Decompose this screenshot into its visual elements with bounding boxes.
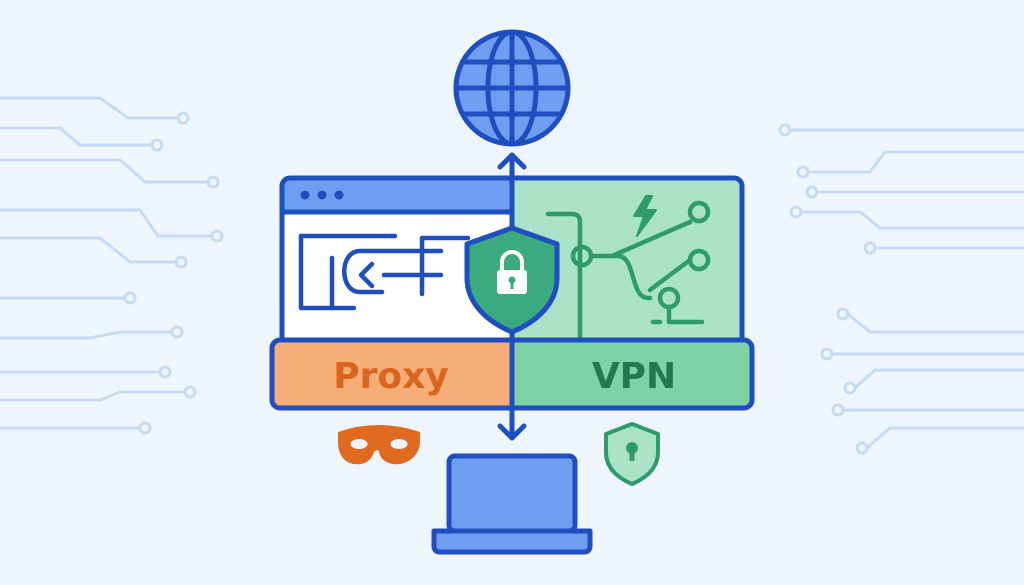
shield-lock-icon bbox=[464, 225, 560, 335]
lightning-icon bbox=[633, 195, 657, 237]
mask-icon bbox=[338, 425, 420, 465]
globe-icon bbox=[453, 29, 571, 147]
circuit-lines-right bbox=[778, 123, 1024, 455]
vpn-label: VPN bbox=[592, 356, 676, 397]
window-dots bbox=[300, 190, 344, 200]
circuit-lines-left bbox=[0, 96, 224, 435]
vpn-network-lines bbox=[545, 200, 711, 339]
laptop-icon bbox=[431, 453, 593, 555]
proxy-label: Proxy bbox=[333, 356, 449, 397]
proxy-redirect-arrows bbox=[298, 233, 471, 311]
shield-keyhole-icon bbox=[604, 422, 660, 486]
